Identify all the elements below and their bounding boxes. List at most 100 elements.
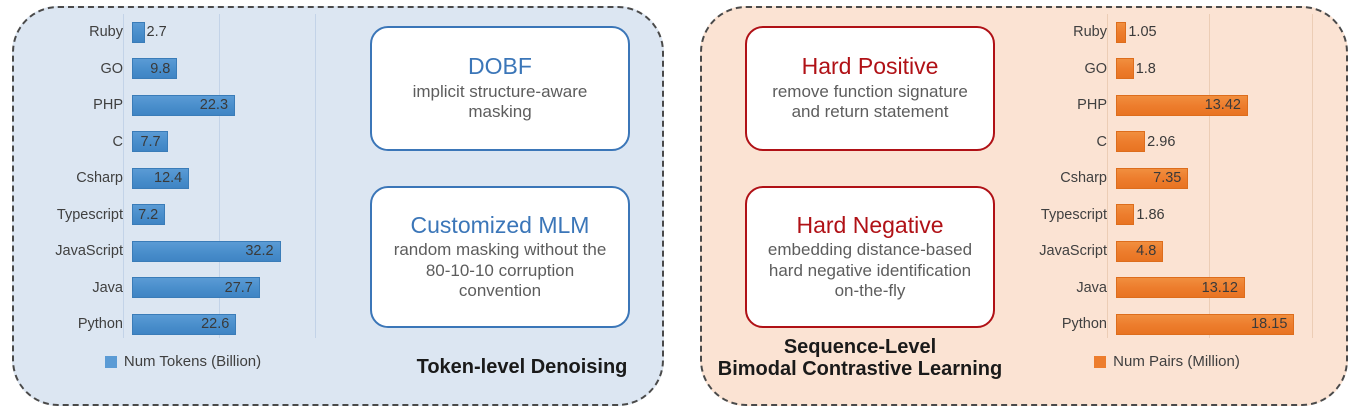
table-row: PHP 22.3 — [18, 87, 348, 124]
bar[interactable]: 18.15 — [1116, 313, 1295, 335]
legend-swatch-icon — [1094, 355, 1107, 368]
bar-track: 13.12 — [1116, 270, 1332, 307]
bar-track: 1.86 — [1116, 197, 1332, 234]
table-row: GO 1.8 — [1002, 51, 1332, 88]
table-row: Typescript 1.86 — [1002, 197, 1332, 234]
callout-hard-positive[interactable]: Hard Positive remove function signature … — [745, 26, 995, 151]
bar-value-label: 2.96 — [1147, 133, 1176, 150]
bar[interactable]: 22.6 — [132, 313, 237, 335]
callout-title: DOBF — [468, 53, 532, 80]
callout-title: Customized MLM — [410, 211, 590, 238]
bar-value-label: 27.7 — [224, 279, 253, 296]
bar-value-label: 4.8 — [1136, 243, 1157, 259]
bar-value-label: 9.8 — [150, 60, 171, 77]
bar[interactable]: 9.8 — [132, 58, 178, 80]
bar-value-label: 32.2 — [245, 243, 274, 259]
table-row: Java 27.7 — [18, 270, 348, 307]
table-row: Python 22.6 — [18, 306, 348, 343]
bar-category-label: Python — [77, 316, 123, 332]
callout-customized-mlm[interactable]: Customized MLM random masking without th… — [370, 186, 630, 328]
bar-track: 22.3 — [132, 87, 348, 124]
callout-body: implicit structure-aware masking — [412, 81, 588, 122]
bar-track: 32.2 — [132, 233, 348, 270]
bar-track: 18.15 — [1116, 306, 1332, 343]
plot-area-right: Ruby 1.05 GO 1.8 PHP — [1002, 14, 1332, 346]
chart-num-pairs: Ruby 1.05 GO 1.8 PHP — [1002, 14, 1332, 369]
bar-category-label: PHP — [93, 97, 123, 113]
bar-category-label: Ruby — [89, 24, 123, 40]
bar-track: 22.6 — [132, 306, 348, 343]
bar-value-label: 7.7 — [140, 133, 161, 150]
bar-category-label: JavaScript — [55, 243, 123, 259]
bar-category-label: C — [1096, 133, 1107, 150]
table-row: Typescript 7.2 — [18, 197, 348, 234]
bar[interactable]: 7.35 — [1116, 167, 1189, 189]
bar-value-label: 7.35 — [1153, 170, 1182, 186]
bar-category-label: Ruby — [1073, 24, 1107, 40]
bar[interactable]: 13.12 — [1116, 277, 1245, 299]
bar-track: 13.42 — [1116, 87, 1332, 124]
callout-body: embedding distance-based hard negative i… — [767, 240, 973, 301]
bar-track: 9.8 — [132, 51, 348, 88]
bar-category-label: Csharp — [76, 170, 123, 186]
table-row: Python 18.15 — [1002, 306, 1332, 343]
bar-category-label: Java — [92, 279, 123, 296]
bar[interactable]: 13.42 — [1116, 94, 1248, 116]
bar-value-label: 13.12 — [1201, 279, 1238, 296]
callout-body: random masking without the 80-10-10 corr… — [393, 240, 607, 301]
bar[interactable]: 7.2 — [132, 204, 166, 226]
bar[interactable]: 7.7 — [132, 131, 168, 153]
table-row: GO 9.8 — [18, 51, 348, 88]
bar[interactable]: 32.2 — [132, 240, 281, 262]
bar[interactable]: 2.7 — [132, 21, 167, 43]
panel-caption-left: Token-level Denoising — [416, 356, 628, 378]
callout-title: Hard Negative — [796, 211, 944, 238]
bar-category-label: Typescript — [1040, 206, 1107, 223]
legend-swatch-icon — [104, 355, 117, 368]
bar[interactable]: 2.96 — [1116, 131, 1175, 153]
bar-value-label: 1.8 — [1135, 60, 1156, 77]
bar-value-label: 1.86 — [1136, 206, 1165, 223]
panel-caption-right: Sequence-Level Bimodal Contrastive Learn… — [717, 336, 1003, 381]
table-row: JavaScript 32.2 — [18, 233, 348, 270]
bar-track: 1.05 — [1116, 14, 1332, 51]
bar[interactable]: 1.8 — [1116, 58, 1156, 80]
bar-value-label: 18.15 — [1251, 316, 1288, 332]
bar-track: 7.7 — [132, 124, 348, 161]
bar-track: 2.7 — [132, 14, 348, 51]
bar[interactable]: 12.4 — [132, 167, 190, 189]
table-row: Java 13.12 — [1002, 270, 1332, 307]
bar-track: 2.96 — [1116, 124, 1332, 161]
table-row: C 2.96 — [1002, 124, 1332, 161]
bar-category-label: Python — [1061, 316, 1107, 332]
bar-category-label: Csharp — [1060, 170, 1107, 186]
chart-legend-right: Num Pairs (Million) — [1002, 354, 1332, 369]
bar-track: 1.8 — [1116, 51, 1332, 88]
table-row: Ruby 2.7 — [18, 14, 348, 51]
bar[interactable]: 1.86 — [1116, 204, 1165, 226]
bar-track: 4.8 — [1116, 233, 1332, 270]
bar[interactable]: 22.3 — [132, 94, 236, 116]
bar[interactable]: 27.7 — [132, 277, 260, 299]
callout-body: remove function signature and return sta… — [772, 81, 968, 122]
legend-label: Num Pairs (Million) — [1113, 353, 1240, 370]
bar[interactable]: 1.05 — [1116, 21, 1157, 43]
bar-category-label: Typescript — [56, 206, 123, 223]
bar-track: 7.35 — [1116, 160, 1332, 197]
callout-hard-negative[interactable]: Hard Negative embedding distance-based h… — [745, 186, 995, 328]
bar-value-label: 22.6 — [201, 316, 230, 332]
bar-value-label: 2.7 — [146, 24, 167, 40]
bar-value-label: 12.4 — [154, 170, 183, 186]
bar-value-label: 13.42 — [1204, 97, 1241, 113]
bar[interactable]: 4.8 — [1116, 240, 1164, 262]
bar-track: 12.4 — [132, 160, 348, 197]
bar-value-label: 1.05 — [1128, 24, 1157, 40]
table-row: Ruby 1.05 — [1002, 14, 1332, 51]
callout-dobf[interactable]: DOBF implicit structure-aware masking — [370, 26, 630, 151]
bar-category-label: Java — [1076, 279, 1107, 296]
table-row: PHP 13.42 — [1002, 87, 1332, 124]
bar-category-label: C — [112, 133, 123, 150]
table-row: JavaScript 4.8 — [1002, 233, 1332, 270]
legend-label: Num Tokens (Billion) — [123, 353, 262, 370]
